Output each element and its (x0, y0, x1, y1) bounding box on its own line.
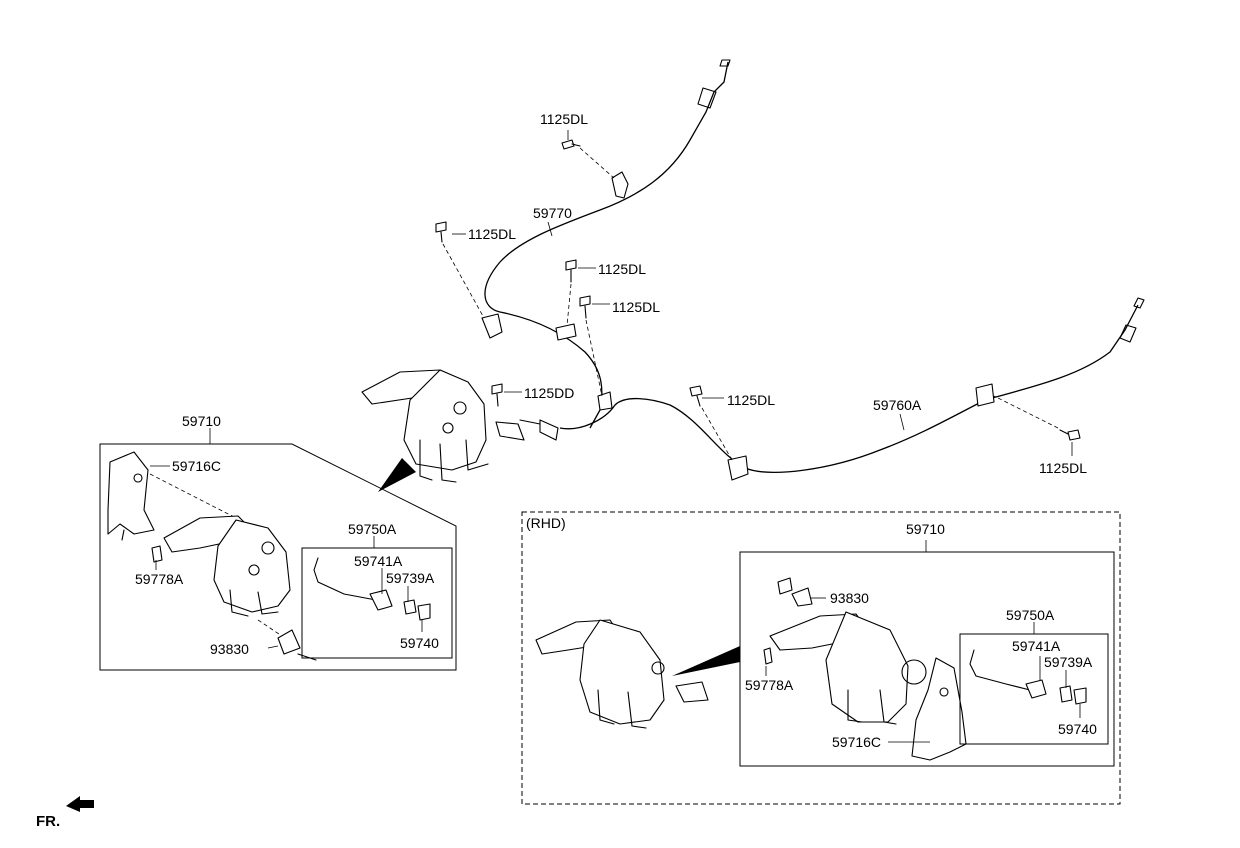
label-bolt-mid-2: 1125DL (612, 299, 660, 315)
lhd-detail-box (99, 428, 457, 671)
label-grommet-lhd: 59740 (400, 635, 439, 651)
label-rhd-tag: (RHD) (526, 515, 566, 531)
label-front-marker: FR. (36, 813, 60, 830)
lhd-switch-box (301, 536, 453, 659)
label-lever-assy-lhd: 59710 (182, 413, 221, 429)
label-nut-rhd: 59739A (1044, 654, 1093, 670)
label-bolt-center: 1125DL (727, 392, 775, 408)
label-bolt-rhd: 93830 (830, 590, 869, 606)
label-bolt-right: 1125DL (1039, 460, 1087, 476)
bolt-icon (435, 139, 1081, 461)
label-grommet-rhd: 59740 (1058, 721, 1097, 737)
label-bracket-rhd: 59716C (832, 734, 881, 750)
leader-lines (150, 130, 1081, 743)
label-bolt-lhd: 93830 (210, 641, 249, 657)
label-switch-assy-lhd: 59750A (348, 521, 397, 537)
callout-pointer (378, 458, 416, 492)
label-lever-assy-rhd: 59710 (906, 521, 945, 537)
label-bolt-top: 1125DL (540, 111, 588, 127)
rhd-section (521, 511, 1121, 805)
label-switch-assy-rhd: 59750A (1006, 607, 1055, 623)
label-bolt-dd: 1125DD (524, 385, 574, 401)
label-cap-rhd: 59778A (745, 677, 794, 693)
label-bracket-lhd: 59716C (172, 458, 221, 474)
label-bolt-mid-1: 1125DL (598, 261, 646, 277)
front-arrow-icon (66, 796, 94, 812)
front-cable-59770 (484, 59, 731, 429)
label-cap-lhd: 59778A (135, 571, 184, 587)
label-nut-lhd: 59739A (386, 570, 435, 586)
label-cable-rear: 59760A (873, 397, 922, 413)
parking-brake-lever-main (361, 369, 559, 483)
label-cable-front: 59770 (533, 205, 572, 221)
rear-cable-59760A (559, 297, 1145, 473)
cable-brackets (481, 171, 995, 481)
label-bolt-left: 1125DL (468, 226, 516, 242)
label-switch-lhd: 59741A (354, 553, 403, 569)
label-switch-rhd: 59741A (1012, 638, 1061, 654)
